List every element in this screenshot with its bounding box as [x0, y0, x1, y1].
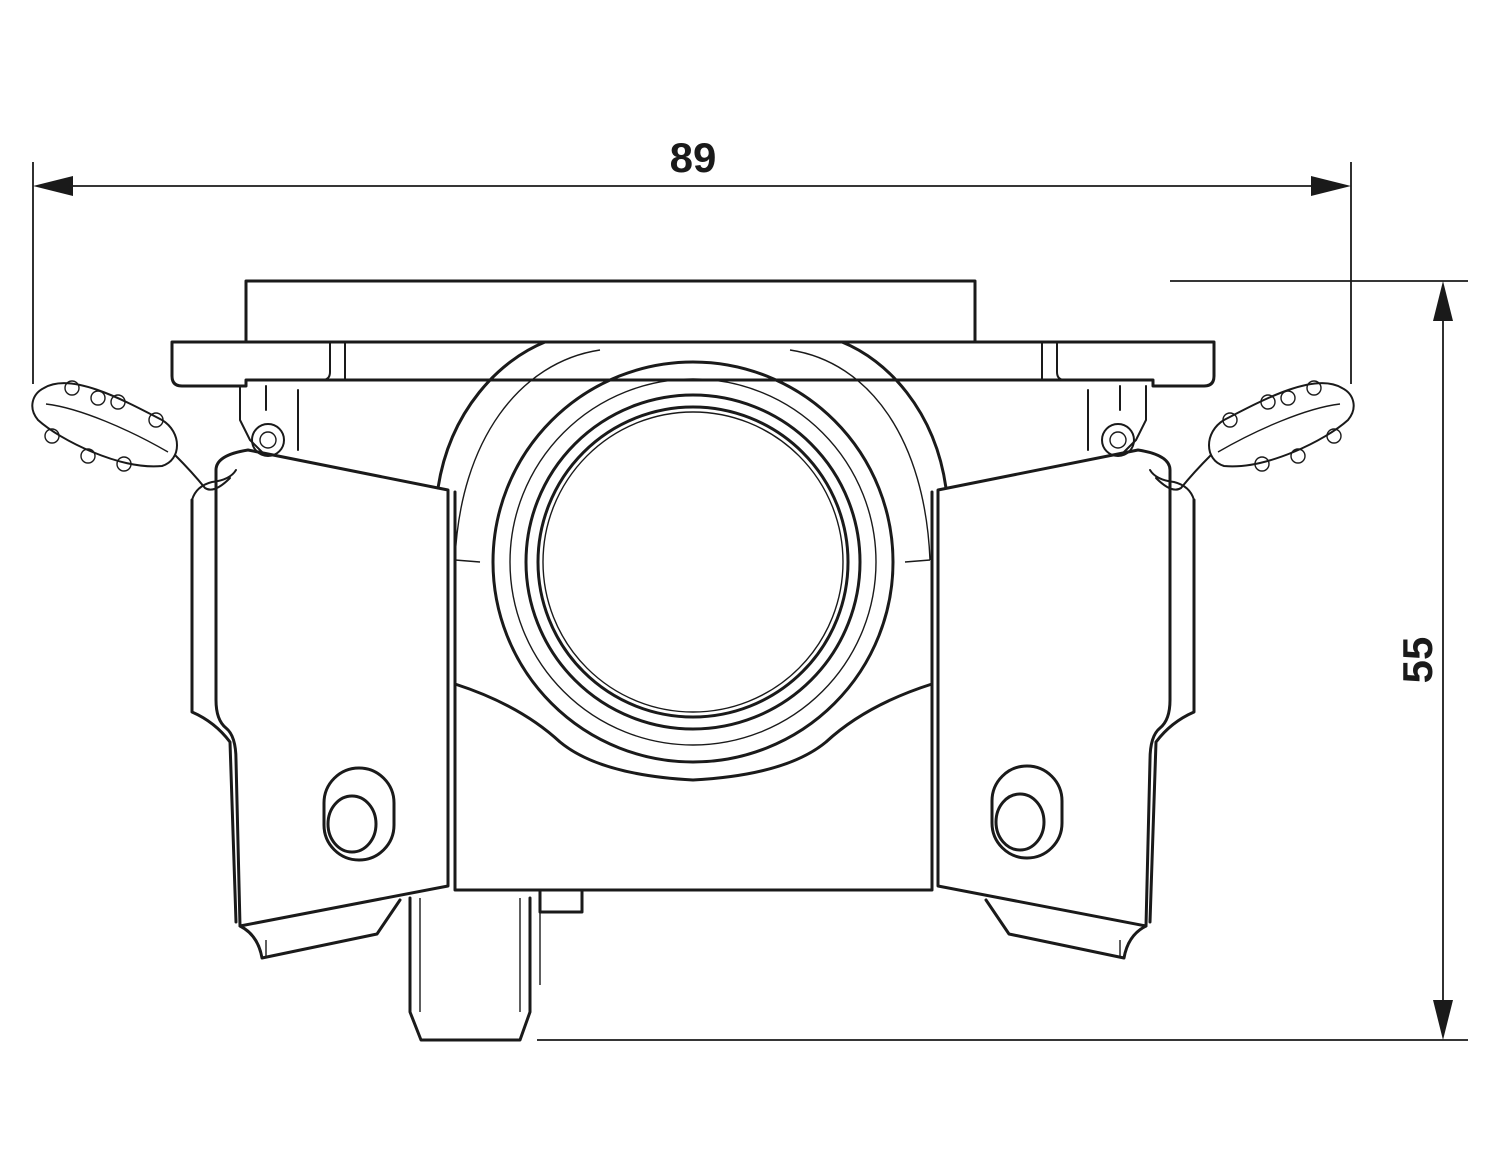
height-dimension-label: 55	[1394, 637, 1441, 684]
width-arrow-right	[1311, 176, 1351, 196]
mounting-hole-right-outer	[990, 764, 1064, 860]
lever-knurl-left-6	[80, 448, 96, 464]
flange	[170, 340, 1216, 388]
right-side-panel	[936, 448, 1172, 928]
latch-pivot-right-inner	[1109, 431, 1127, 449]
latch-arm-right	[1155, 454, 1212, 491]
latch-hardware-left	[174, 385, 299, 501]
flange-step-right	[1056, 341, 1066, 381]
height-arrow-top	[1433, 281, 1453, 321]
lever-knurl-left-1	[64, 380, 80, 396]
top-plate	[244, 279, 977, 344]
mounting-hole-left	[322, 766, 396, 862]
latch-arm-left-2	[191, 469, 237, 501]
latch-hardware-right	[1087, 385, 1212, 501]
lever-knurl-left-5	[44, 428, 60, 444]
height-dimension: 55	[537, 280, 1468, 1041]
latch-pivot-left-inner	[259, 431, 277, 449]
parting-line-left	[454, 559, 481, 563]
mounting-hole-right-inner	[994, 792, 1046, 852]
width-dimension: 89	[32, 134, 1352, 384]
locking-lever-left-ridge	[45, 403, 169, 453]
body-lower-arch	[453, 682, 934, 782]
latch-bracket-left	[239, 385, 299, 456]
insert-tab	[538, 888, 584, 914]
parting-line-right	[904, 559, 931, 563]
height-arrow-bottom	[1433, 1000, 1453, 1040]
main-body	[453, 490, 934, 892]
right-foot	[984, 898, 1148, 960]
cable-entry	[491, 360, 895, 764]
housing-outline	[31, 279, 1355, 1042]
lever-knurl-left-3	[110, 394, 126, 410]
lever-knurl-right-6	[1290, 448, 1306, 464]
lever-knurl-right-1	[1306, 380, 1322, 396]
lever-knurl-right-7	[1254, 456, 1270, 472]
locking-lever-right	[1208, 380, 1355, 472]
latch-bracket-right	[1087, 385, 1147, 456]
mounting-hole-right	[990, 764, 1064, 860]
lever-knurl-left-4	[148, 412, 164, 428]
latch-arm-left	[174, 454, 231, 491]
cable-entry-mid-ring	[509, 378, 877, 746]
locking-lever-right-ridge	[1217, 403, 1341, 453]
latch-arm-right-2	[1149, 469, 1195, 501]
locking-lever-right-body	[1208, 382, 1355, 468]
central-dome	[436, 340, 948, 490]
cable-entry-inner-ring	[524, 393, 862, 731]
flange-step-left	[321, 341, 331, 381]
width-arrow-left	[33, 176, 73, 196]
central-dome-inner	[454, 349, 931, 561]
locking-lever-left	[31, 380, 178, 472]
lever-knurl-right-5	[1326, 428, 1342, 444]
latch-pivot-right	[1101, 423, 1135, 457]
insert-body	[408, 896, 532, 1042]
cable-entry-bore-edge	[542, 411, 844, 713]
left-foot	[238, 898, 402, 960]
left-side-wall	[190, 498, 238, 924]
latch-pivot-left	[251, 423, 285, 457]
cable-entry-outer-ring	[491, 360, 895, 764]
locking-lever-left-body	[31, 382, 178, 468]
mounting-hole-left-inner	[326, 794, 378, 854]
lever-knurl-right-2	[1280, 390, 1296, 406]
mounting-hole-left-outer	[322, 766, 396, 862]
right-side-wall	[1148, 498, 1196, 924]
lever-knurl-left-7	[116, 456, 132, 472]
lever-knurl-left-2	[90, 390, 106, 406]
cable-entry-bore	[536, 405, 850, 719]
left-side-panel	[214, 448, 450, 928]
bottom-contact-insert	[408, 888, 584, 1042]
width-dimension-label: 89	[670, 134, 717, 181]
lever-knurl-right-3	[1260, 394, 1276, 410]
lever-knurl-right-4	[1222, 412, 1238, 428]
